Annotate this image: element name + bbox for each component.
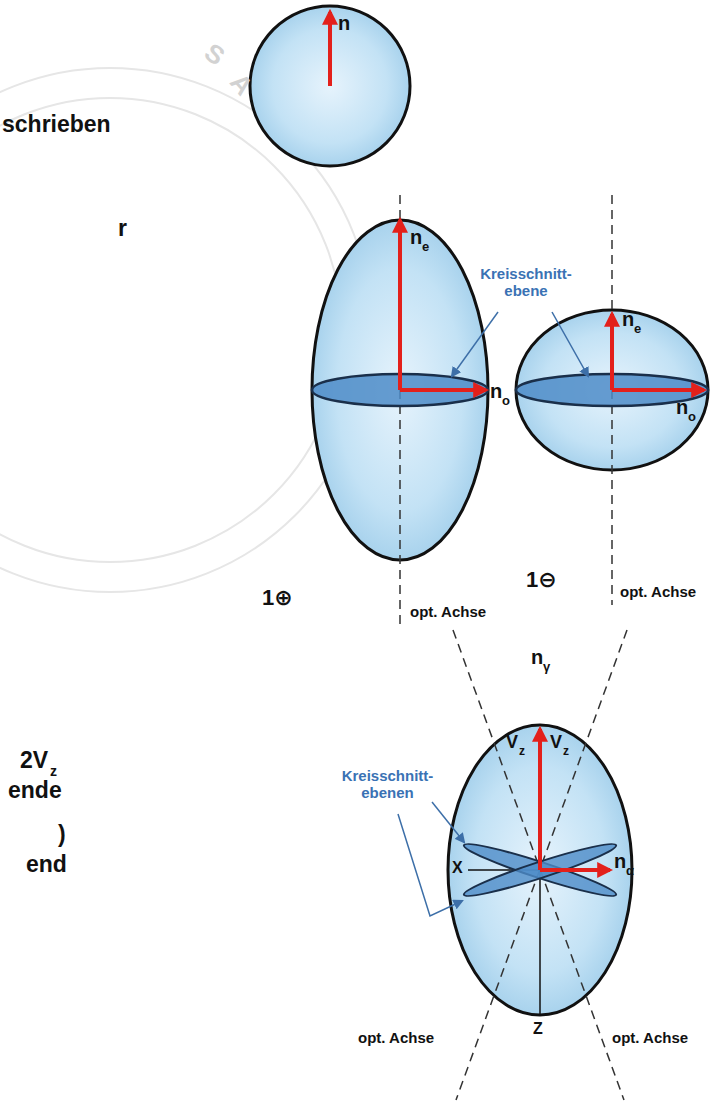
watermark-letter: A [224,68,258,101]
index-subscript: e [634,322,641,336]
section-label: Kreisschnitt- ebenen [330,768,445,801]
angle-subscript: z [563,745,569,758]
slide-text: r [118,216,127,241]
axis-label: opt. Achse [410,604,486,621]
case-label: 1⊖ [526,568,557,592]
axis-label: opt. Achse [612,1030,688,1047]
index-label: n [490,380,502,402]
index-label: n [676,396,688,418]
biaxial-ellipsoid [448,630,632,1100]
axis-label: opt. Achse [620,584,696,601]
slide-text: ) [58,822,66,847]
index-label: n [614,850,626,872]
index-subscript: o [502,394,510,408]
angle-label: V [506,733,518,753]
slide-text: end [26,852,67,877]
index-label: n [531,646,543,668]
axis-letter: Z [533,1020,543,1038]
section-label: Kreisschnitt- ebene [470,266,582,299]
watermark-letter: S [199,38,230,71]
sphere-indicatrix [250,6,410,166]
index-label: n [410,226,422,248]
uniaxial-negative-ellipsoid [516,195,708,605]
leader-arrows [398,802,464,916]
case-label: 1⊕ [262,586,293,610]
slide-text: ende [8,778,62,803]
index-subscript: e [422,240,429,254]
axis-letter: X [452,859,463,877]
index-subscript: α [626,864,634,878]
slide-text: 2V [20,748,48,773]
slide-text: schrieben [2,112,111,137]
angle-label: V [550,733,562,753]
uniaxial-positive-ellipsoid [312,195,488,625]
leader-arrows [452,312,588,376]
index-label: n [338,12,350,34]
angle-subscript: z [519,745,525,758]
index-subscript: γ [543,660,550,674]
axis-label: opt. Achse [358,1030,434,1047]
index-label: n [622,308,634,330]
index-subscript: o [688,410,696,424]
